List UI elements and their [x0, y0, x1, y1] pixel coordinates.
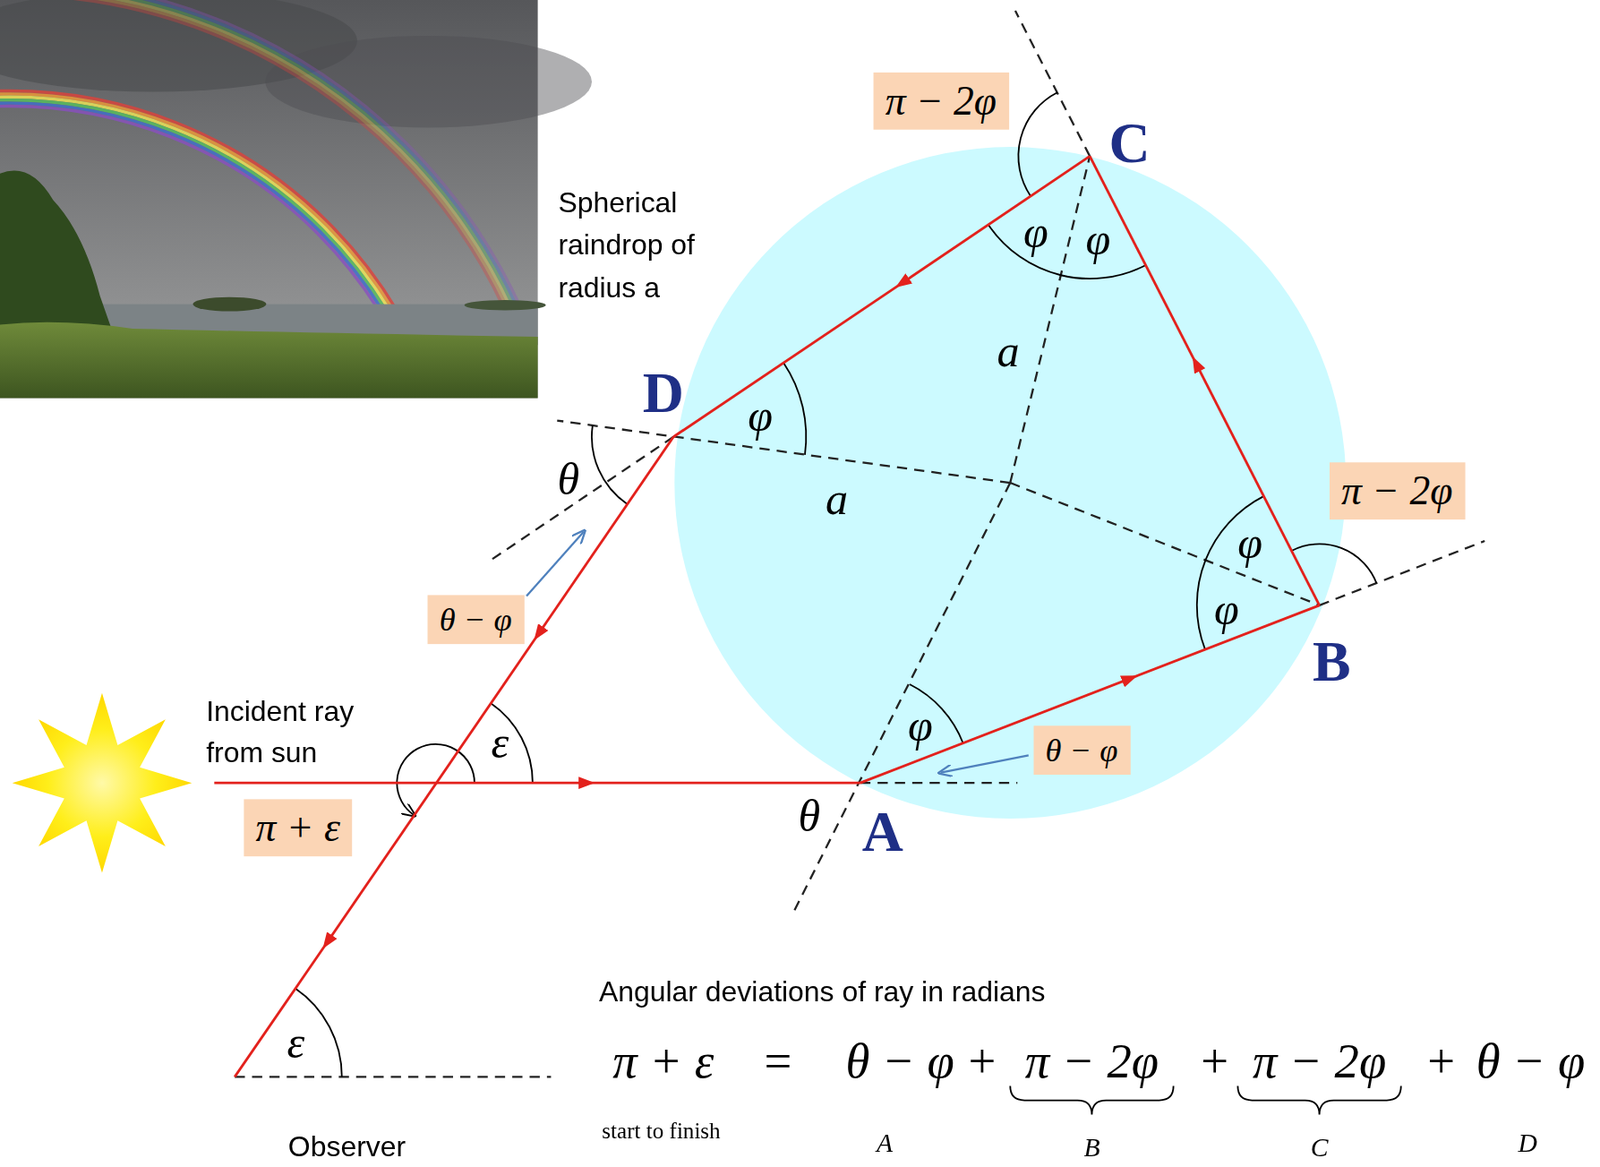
- equation-heading: Angular deviations of ray in radians: [598, 977, 1045, 1007]
- angle-arc: [1060, 265, 1146, 279]
- equation-term: θ − φ: [1476, 1036, 1585, 1087]
- extension-line: [1015, 10, 1090, 156]
- primary-band: [0, 94, 458, 309]
- photo-shore: [464, 299, 547, 310]
- equation-term: π − 2φ: [1025, 1036, 1159, 1087]
- radius-label: a: [996, 329, 1019, 375]
- equation-term: θ − φ: [845, 1036, 954, 1087]
- angle-highlight-box: π − 2φ: [872, 72, 1010, 130]
- ray-segment: [591, 781, 861, 785]
- angle-expression: θ − φ: [1045, 733, 1119, 766]
- normal-line: [556, 420, 1010, 484]
- ray-segment: [234, 945, 325, 1077]
- ray-segment: [860, 676, 1136, 784]
- equation-operator: +: [1424, 1036, 1458, 1087]
- angle-arc: [1197, 559, 1207, 650]
- primary-band: [0, 100, 452, 310]
- angle-expression: π − 2φ: [1341, 470, 1453, 512]
- secondary-band: [0, 0, 539, 309]
- angle-label: φ: [907, 703, 933, 749]
- angle-highlight-box: π − 2φ: [1328, 462, 1465, 520]
- photo-rainbows: [0, 0, 539, 309]
- construction-lines: [234, 10, 1485, 1077]
- extension-line: [860, 781, 1019, 784]
- primary-band: [0, 106, 445, 310]
- secondary-band: [0, 0, 539, 309]
- ray-segment: [213, 781, 592, 785]
- angle-label: φ: [747, 393, 773, 439]
- raindrop: [674, 146, 1346, 819]
- horizontal-line: [234, 1075, 551, 1078]
- angle-label: θ: [797, 794, 821, 839]
- ray-segment: [324, 637, 536, 946]
- brace: [1009, 1086, 1173, 1115]
- extension-line: [1319, 540, 1486, 606]
- radius-line: [1009, 482, 1319, 606]
- term-label: B: [1083, 1134, 1100, 1162]
- equation-term: π − 2φ: [1252, 1036, 1387, 1087]
- ray-segment: [673, 285, 899, 437]
- equation-operator: =: [761, 1036, 795, 1087]
- leader-arrow: [526, 531, 584, 597]
- photo-trees: [0, 170, 115, 337]
- leader-arrow: [941, 754, 1029, 772]
- angle-label: ε: [491, 720, 510, 766]
- ray-caption: Incident ray from sun: [205, 689, 401, 774]
- equation-operator: +: [1197, 1036, 1232, 1087]
- angle-label: ε: [287, 1020, 306, 1066]
- light-ray: [213, 155, 1319, 1077]
- equation-term: π + ε: [612, 1036, 714, 1087]
- angle-expression: θ − φ: [439, 603, 513, 636]
- sun-symbol: [12, 693, 193, 873]
- term-note: start to finish: [601, 1119, 720, 1142]
- angle-expression: π − 2φ: [885, 80, 997, 122]
- secondary-band: [0, 0, 539, 309]
- brace: [1237, 1086, 1401, 1115]
- drop-caption: Spherical raindrop of radius a: [557, 181, 736, 309]
- term-label: A: [876, 1129, 893, 1157]
- deviation-arc: [396, 744, 475, 815]
- angle-expression: π + ε: [255, 806, 340, 848]
- angle-arcs: [295, 92, 1378, 1077]
- rainbow-photo: [0, 0, 592, 1103]
- angle-label: φ: [1214, 587, 1240, 633]
- angle-label: φ: [1085, 217, 1111, 263]
- angle-label: θ: [556, 457, 580, 503]
- angle-highlight-box: θ − φ: [1033, 725, 1130, 775]
- point-label: C: [1109, 114, 1151, 172]
- secondary-band: [0, 0, 539, 309]
- normal-line: [794, 482, 1011, 912]
- angle-label: φ: [1237, 521, 1263, 566]
- point-label: B: [1312, 633, 1352, 691]
- point-label: D: [642, 364, 685, 422]
- primary-band: [0, 102, 448, 309]
- ray-segment: [1193, 359, 1319, 606]
- angle-arc: [591, 425, 628, 505]
- secondary-band: [0, 0, 539, 309]
- observer-label: Observer: [288, 1132, 406, 1162]
- angle-arc: [783, 362, 806, 455]
- photo-island: [192, 297, 266, 312]
- point-label: A: [862, 803, 904, 861]
- radius-label: a: [825, 477, 848, 522]
- primary-band: [0, 90, 461, 309]
- equation-operator: +: [965, 1036, 999, 1087]
- primary-band: [0, 96, 454, 309]
- term-label: C: [1310, 1134, 1329, 1162]
- secondary-band: [0, 0, 539, 309]
- ray-segment: [535, 436, 674, 639]
- term-label: D: [1517, 1129, 1537, 1157]
- ray-segment: [898, 155, 1090, 286]
- angle-arc: [490, 702, 533, 783]
- extension-line: [491, 436, 674, 560]
- angle-highlight-box: θ − φ: [427, 594, 524, 644]
- photo-grass: [0, 322, 539, 399]
- radius-line: [1009, 155, 1090, 483]
- angle-label: φ: [1023, 210, 1049, 256]
- angle-highlight-box: π + ε: [243, 798, 353, 856]
